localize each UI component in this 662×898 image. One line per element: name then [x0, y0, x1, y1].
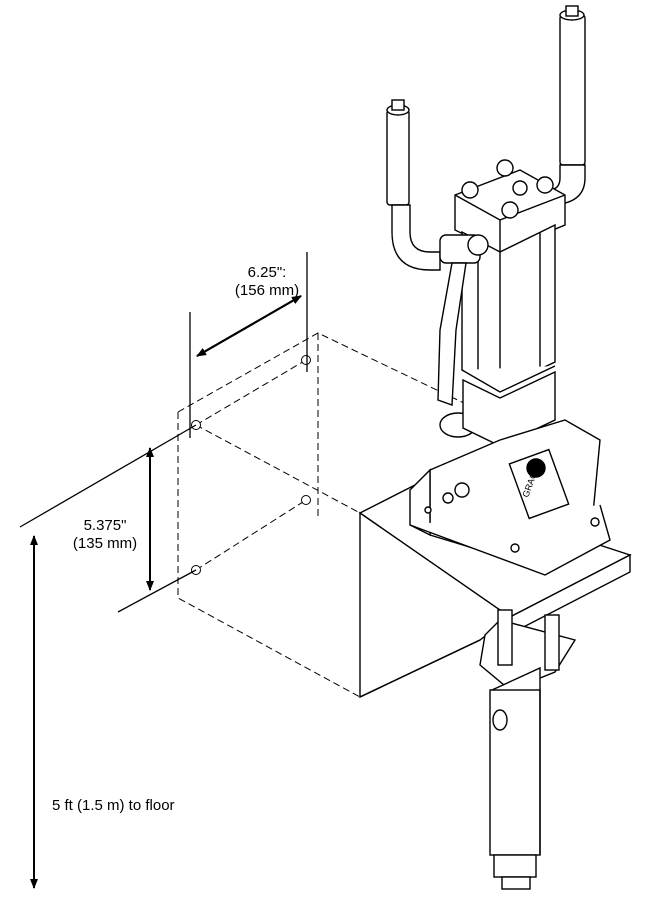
width-dimension-inches: 6.25":	[247, 264, 287, 281]
mounting-bracket-outline	[177, 332, 469, 698]
right-air-hose	[547, 5, 586, 206]
width-dimension-mm: (156 mm)	[234, 282, 300, 299]
air-fitting	[437, 234, 489, 438]
pump-body	[409, 370, 611, 576]
height-dimension-label: 5.375" (135 mm)	[62, 517, 148, 553]
graco-logo-plate	[508, 448, 570, 520]
displacement-pump	[479, 609, 577, 890]
width-dimension-label: 6.25": (156 mm)	[222, 264, 312, 300]
pump-assembly	[386, 5, 611, 890]
mounting-holes	[191, 355, 311, 575]
mounting-hole	[301, 355, 311, 365]
height-dimension-inches: 5.375"	[83, 517, 127, 534]
width-dimension	[189, 252, 308, 438]
left-air-hose	[386, 99, 441, 271]
height-dimension-mm: (135 mm)	[72, 535, 138, 552]
cylinder-head	[454, 159, 566, 253]
height-dimension	[19, 424, 197, 613]
air-cylinder	[461, 223, 556, 393]
floor-distance-label: 5 ft (1.5 m) to floor	[52, 797, 175, 814]
mounting-hole	[301, 495, 311, 505]
